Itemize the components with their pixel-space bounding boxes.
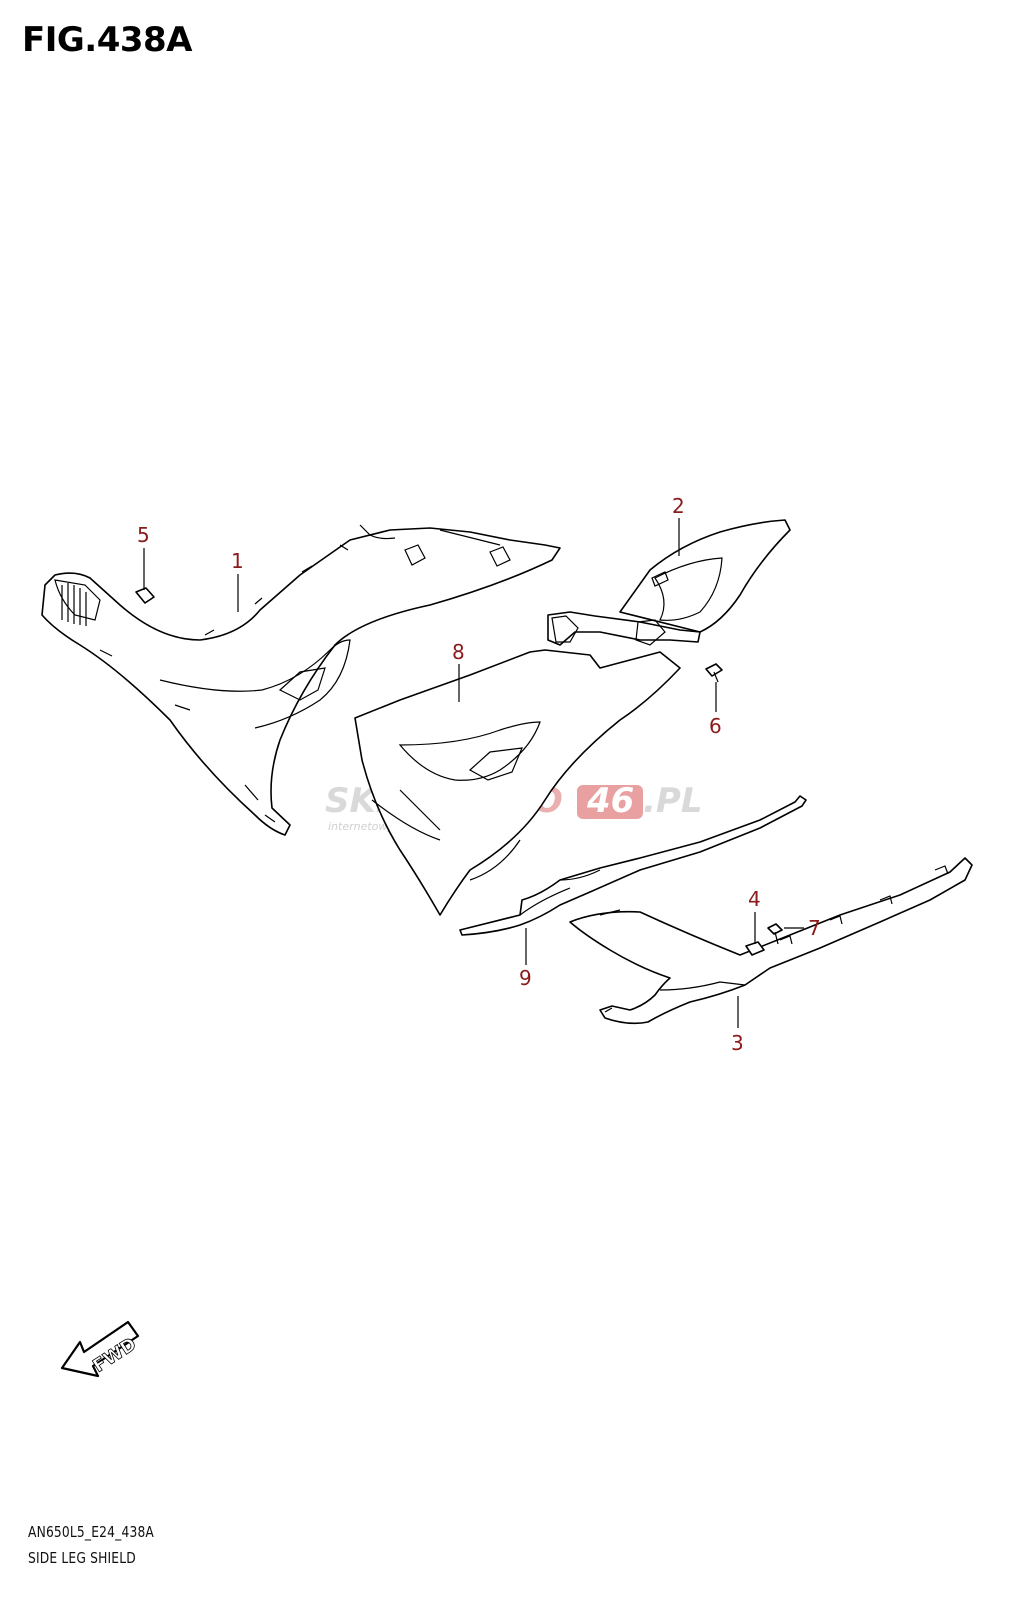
- callout-5: 5: [137, 523, 150, 547]
- watermark-brand-num: 46: [586, 781, 634, 821]
- model-code: AN650L5_E24_438A: [28, 1523, 155, 1541]
- callout-7: 7: [808, 916, 821, 940]
- leader-lines: [143, 518, 804, 1028]
- callout-8: 8: [452, 640, 465, 664]
- figure-caption: SIDE LEG SHIELD: [28, 1549, 136, 1567]
- watermark-badge: [577, 785, 643, 819]
- watermark-brand-suffix: .PL: [643, 781, 703, 821]
- figure-title: FIG.438A: [22, 20, 192, 60]
- callout-4: 4: [748, 887, 761, 911]
- part-6-screw: [705, 663, 723, 683]
- callout-6: 6: [709, 714, 722, 738]
- callout-2: 2: [672, 494, 685, 518]
- part-bracket: [547, 611, 701, 646]
- part-9-lower-trim: [459, 795, 807, 936]
- callout-3: 3: [731, 1031, 744, 1055]
- part-1-side-leg-shield: [41, 524, 561, 836]
- callout-1: 1: [231, 549, 244, 573]
- callouts: 5 1 2 8 6 4 7 9 3: [137, 494, 821, 1055]
- part-7-screw: [767, 923, 783, 945]
- callout-9: 9: [519, 966, 532, 990]
- part-4-nut: [745, 941, 765, 956]
- part-5-clip: [135, 587, 155, 604]
- fwd-arrow-icon: FWD: [60, 1320, 141, 1377]
- part-2-inner-cover: [619, 519, 791, 633]
- part-3-under-cover: [569, 857, 973, 1025]
- part-8-lower-panel: [354, 649, 681, 916]
